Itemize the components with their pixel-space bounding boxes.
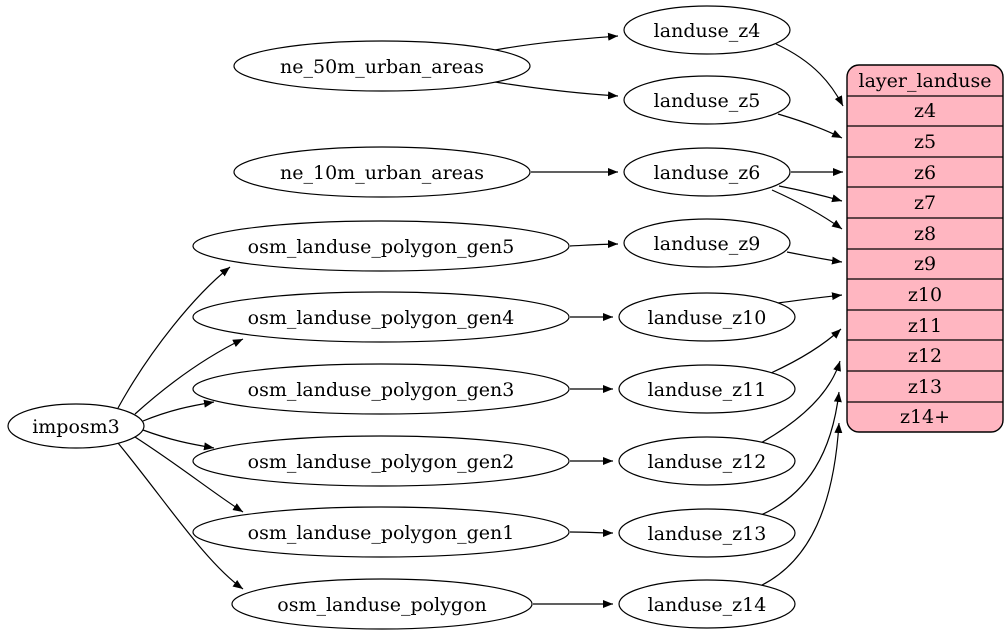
node-landuse-z6-label: landuse_z6 <box>654 162 761 184</box>
edge-landuse-z4-row-z4 <box>775 43 844 107</box>
edge-imposm3-gen1 <box>134 436 244 513</box>
node-ne-10m-urban-areas: ne_10m_urban_areas <box>233 146 531 198</box>
table-layer-landuse: layer_landuse z4 z5 z6 z7 z8 z9 z10 z11 … <box>846 64 1004 433</box>
edge-landuse-z12-row-z12 <box>758 360 841 445</box>
node-osm-landuse-polygon-gen1: osm_landuse_polygon_gen1 <box>192 506 570 558</box>
edges <box>117 32 844 608</box>
table-row-z13: z13 <box>908 376 942 398</box>
node-landuse-z13-label: landuse_z13 <box>648 523 767 545</box>
node-landuse-z10-label: landuse_z10 <box>648 307 767 329</box>
edge-ne50m-landuse-z4 <box>494 32 619 51</box>
node-osm-landuse-polygon-gen5-label: osm_landuse_polygon_gen5 <box>248 236 515 258</box>
table-row-z11: z11 <box>908 315 942 337</box>
node-landuse-z12-label: landuse_z12 <box>648 451 767 473</box>
edge-landuse-z14-row-z14plus <box>757 422 843 588</box>
node-landuse-z10: landuse_z10 <box>618 292 796 342</box>
edge-landuse-z11-row-z11 <box>770 328 842 374</box>
edge-landuse-z5-row-z5 <box>777 113 843 139</box>
table-row-z5: z5 <box>914 131 936 153</box>
node-osm-landuse-polygon-gen1-label: osm_landuse_polygon_gen1 <box>248 522 515 544</box>
edge-landuse-z9-row-z9 <box>786 251 843 265</box>
node-landuse-z14-label: landuse_z14 <box>648 594 767 616</box>
node-landuse-z11: landuse_z11 <box>618 364 796 414</box>
table-row-z7: z7 <box>914 192 936 214</box>
node-osm-landuse-polygon-gen4: osm_landuse_polygon_gen4 <box>192 291 570 343</box>
node-osm-landuse-polygon-gen3: osm_landuse_polygon_gen3 <box>192 363 570 415</box>
table-row-z10: z10 <box>908 284 942 306</box>
node-imposm3-label: imposm3 <box>32 416 120 438</box>
table-row-z4: z4 <box>914 100 936 122</box>
node-landuse-z5-label: landuse_z5 <box>654 90 761 112</box>
edge-gen1-landuse-z13 <box>569 528 614 537</box>
node-ne-50m-urban-areas: ne_50m_urban_areas <box>233 40 531 92</box>
edge-landuse-z13-row-z13 <box>760 391 842 516</box>
node-landuse-z14: landuse_z14 <box>618 579 796 629</box>
node-landuse-z6: landuse_z6 <box>623 147 791 197</box>
edge-imposm3-gen5 <box>117 266 231 409</box>
edge-landuse-z6-row-z8 <box>771 189 843 230</box>
edge-gen5-landuse-z9 <box>569 240 619 249</box>
node-osm-landuse-polygon-label: osm_landuse_polygon <box>277 594 487 616</box>
table-row-z9: z9 <box>914 253 936 275</box>
node-imposm3: imposm3 <box>7 403 145 449</box>
table-header: layer_landuse <box>859 70 992 92</box>
table-row-z14plus: z14+ <box>900 406 950 428</box>
node-landuse-z4-label: landuse_z4 <box>654 20 761 42</box>
edge-landuse-z10-row-z10 <box>777 292 843 304</box>
node-osm-landuse-polygon: osm_landuse_polygon <box>231 578 533 630</box>
node-landuse-z9: landuse_z9 <box>623 218 791 268</box>
node-osm-landuse-polygon-gen2: osm_landuse_polygon_gen2 <box>192 435 570 487</box>
node-landuse-z11-label: landuse_z11 <box>648 379 767 401</box>
table-row-z8: z8 <box>914 223 936 245</box>
node-landuse-z9-label: landuse_z9 <box>654 233 761 255</box>
edge-imposm3-osm-landuse-polygon <box>117 442 244 590</box>
edge-imposm3-gen4 <box>134 338 244 415</box>
edge-imposm3-gen2 <box>142 429 215 451</box>
edge-ne50m-landuse-z5 <box>494 81 619 100</box>
edge-landuse-z6-row-z7 <box>778 185 843 203</box>
edge-imposm3-gen3 <box>142 399 215 422</box>
node-osm-landuse-polygon-gen5: osm_landuse_polygon_gen5 <box>192 220 570 272</box>
node-ne-50m-urban-areas-label: ne_50m_urban_areas <box>280 56 484 78</box>
node-landuse-z12: landuse_z12 <box>618 436 796 486</box>
node-landuse-z13: landuse_z13 <box>618 508 796 558</box>
node-osm-landuse-polygon-gen4-label: osm_landuse_polygon_gen4 <box>248 307 515 329</box>
node-landuse-z5: landuse_z5 <box>623 75 791 125</box>
table-row-z12: z12 <box>908 345 942 367</box>
node-ne-10m-urban-areas-label: ne_10m_urban_areas <box>280 162 484 184</box>
node-landuse-z4: landuse_z4 <box>623 5 791 55</box>
node-osm-landuse-polygon-gen2-label: osm_landuse_polygon_gen2 <box>248 451 515 473</box>
table-row-z6: z6 <box>914 162 936 184</box>
node-osm-landuse-polygon-gen3-label: osm_landuse_polygon_gen3 <box>248 379 515 401</box>
